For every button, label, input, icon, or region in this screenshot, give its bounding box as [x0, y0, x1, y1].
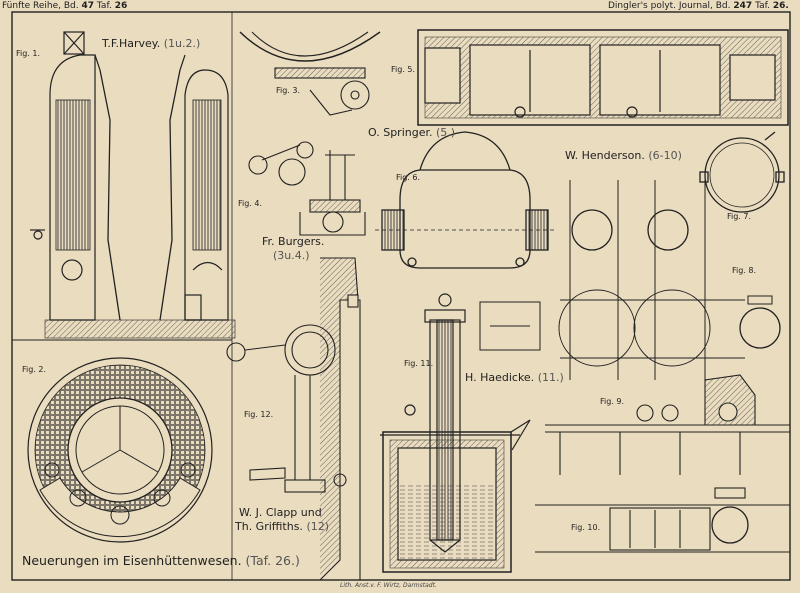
fig11-drawing: [380, 293, 531, 573]
header-right-journal: Dingler's polyt. Journal, Bd.: [608, 1, 731, 11]
harvey-credit: T.F.Harvey. (1u.2.): [102, 38, 200, 49]
lithographer-imprint: Lith. Anst.v. F. Wirtz, Darmstadt.: [340, 582, 437, 589]
plate-caption: Neuerungen im Eisenhüttenwesen. (Taf. 26…: [22, 553, 300, 568]
fig12-label: Fig. 12.: [244, 410, 274, 419]
fig6-label: Fig. 6.: [396, 173, 421, 182]
harvey-ref: (1u.2.): [163, 37, 201, 50]
header-right-plate-label: Taf.: [755, 1, 770, 11]
fig5-drawing: [417, 29, 789, 126]
burgers-ref: (3u.4.): [273, 249, 310, 262]
fig1-drawing: [30, 31, 236, 339]
clapp-line2: Th. Griffiths. (12): [235, 521, 329, 532]
fig2-label: Fig. 2.: [22, 365, 47, 374]
fig8-label: Fig. 8.: [732, 266, 757, 275]
henderson-credit: W. Henderson. (6-10): [565, 150, 682, 161]
fig9-drawing: [545, 374, 790, 475]
fig4-drawing: [248, 141, 366, 236]
header-left-volume: 47: [81, 1, 95, 11]
springer-credit: O. Springer. (5.): [368, 127, 455, 138]
springer-ref: (5.): [435, 126, 456, 139]
clapp-ref: (12): [306, 520, 330, 533]
harvey-name: T.F.Harvey.: [102, 37, 161, 50]
fig9-label: Fig. 9.: [600, 397, 625, 406]
fig7-label: Fig. 7.: [727, 212, 752, 221]
fig10-label: Fig. 10.: [571, 523, 601, 532]
header-right-volume: 247: [733, 1, 753, 11]
fig4-label: Fig. 4.: [238, 199, 263, 208]
header-left-series: Fünfte Reihe, Bd.: [2, 1, 79, 11]
springer-name: O. Springer.: [368, 126, 433, 139]
header-left: Fünfte Reihe, Bd. 47 Taf. 26: [2, 2, 127, 11]
fig3-label: Fig. 3.: [276, 86, 301, 95]
fig3-drawing: [239, 31, 381, 116]
fig8-drawing: [479, 180, 781, 380]
caption-title: Neuerungen im Eisenhüttenwesen.: [22, 553, 242, 568]
fig11-label: Fig. 11.: [404, 359, 434, 368]
fig2-drawing: [27, 357, 213, 543]
clapp-line2-text: Th. Griffiths.: [235, 520, 303, 533]
clapp-line1: W. J. Clapp und: [239, 506, 322, 519]
henderson-name: W. Henderson.: [565, 149, 645, 162]
fig7-drawing: [699, 131, 785, 213]
header-right: Dingler's polyt. Journal, Bd. 247 Taf. 2…: [608, 2, 789, 11]
caption-plate: (Taf. 26.): [245, 553, 300, 568]
burgers-name: Fr. Burgers.: [262, 235, 325, 248]
henderson-ref: (6-10): [648, 149, 682, 162]
header-left-plate-label: Taf.: [96, 1, 112, 11]
header-right-plate-number: 26.: [772, 1, 789, 11]
haedicke-ref: (11.): [537, 371, 564, 384]
haedicke-name: H. Haedicke.: [465, 371, 535, 384]
fig1-label: Fig. 1.: [16, 49, 41, 58]
fig10-drawing: [535, 487, 790, 553]
fig5-label: Fig. 5.: [391, 65, 416, 74]
fig6-drawing: [375, 131, 555, 269]
haedicke-credit: H. Haedicke. (11.): [465, 372, 564, 383]
header-left-plate-number: 26: [114, 1, 128, 11]
